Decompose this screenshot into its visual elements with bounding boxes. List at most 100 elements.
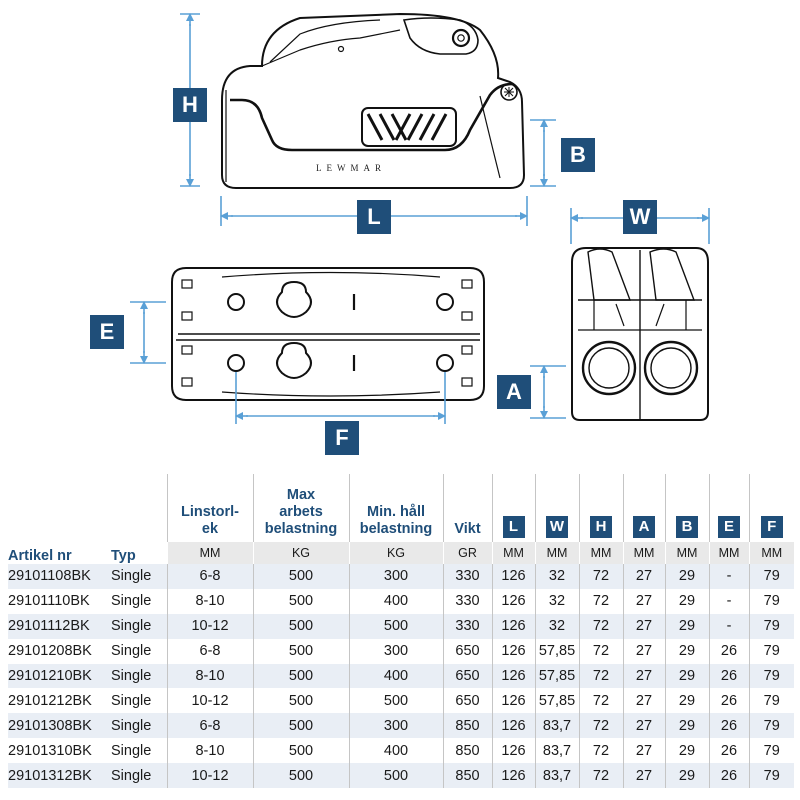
cell-typ: Single [111, 613, 167, 639]
cell-artikel-nr: 29101112BK [8, 613, 111, 639]
cell-w: 57,85 [534, 663, 579, 689]
cell-linstorlek: 8-10 [166, 738, 253, 764]
unit-min: KG [348, 542, 443, 564]
cell-e: 26 [708, 763, 749, 789]
cell-b: 29 [664, 588, 709, 614]
header-min-line2: belastning [359, 521, 433, 537]
cell-w: 83,7 [534, 713, 579, 739]
cell-linstorlek: 10-12 [166, 613, 253, 639]
cell-a: 27 [622, 638, 665, 664]
letter-badge-f: F [760, 516, 783, 538]
cell-typ: Single [111, 763, 167, 789]
cell-vikt: 650 [442, 688, 492, 714]
cell-vikt: 650 [442, 663, 492, 689]
letter-badge-e: E [718, 516, 740, 538]
badge-f: F [325, 421, 359, 455]
header-max-line2: arbets [279, 504, 323, 520]
unit-a: MM [622, 542, 665, 564]
cell-w: 83,7 [534, 763, 579, 789]
header-min-line1: Min. håll [367, 504, 425, 520]
cell-e: 26 [708, 738, 749, 764]
cell-max-arbets: 500 [252, 713, 349, 739]
badge-a: A [497, 375, 531, 409]
cell-typ: Single [111, 742, 152, 759]
unit-e: MM [708, 542, 749, 564]
header-typ: Typ [111, 542, 167, 564]
unit-vikt: GR [442, 542, 492, 564]
cell-a: 27 [622, 688, 665, 714]
cell-vikt: 330 [442, 588, 492, 614]
cell-typ: Single [111, 564, 167, 589]
cell-linstorlek: 8-10 [166, 588, 253, 614]
badge-e: E [90, 315, 124, 349]
letter-badge-h: H [590, 516, 612, 538]
side-view-clutch [221, 12, 526, 189]
unit-f: MM [748, 542, 794, 564]
header-linstorlek: Linstorl- ek [166, 474, 253, 542]
cell-b: 29 [664, 613, 709, 639]
cell-artikel-nr: 29101212BK [8, 692, 92, 709]
unit-max: KG [252, 542, 349, 564]
header-typ-spacer [111, 474, 167, 542]
cell-min-hall: 400 [348, 588, 443, 614]
cell-f: 79 [748, 588, 794, 614]
cell-vikt: 330 [442, 564, 492, 589]
cell-h: 72 [578, 663, 623, 689]
cell-e: 26 [708, 638, 749, 664]
cell-a: 27 [622, 763, 665, 789]
cell-b: 29 [664, 713, 709, 739]
cell-f: 79 [748, 663, 794, 689]
cell-typ: Single [111, 713, 167, 739]
cell-a: 27 [622, 738, 665, 764]
cell-linstorlek: 10-12 [166, 688, 253, 714]
cell-artikel-nr: 29101308BK [8, 713, 111, 739]
cell-typ: Single [111, 643, 152, 660]
letter-badge-w: W [546, 516, 568, 538]
cell-max-arbets: 500 [252, 763, 349, 789]
cell-b: 29 [664, 688, 709, 714]
cell-w: 32 [534, 613, 579, 639]
header-max-arbets: Max arbets belastning [252, 474, 349, 542]
cell-artikel-nr: 29101110BK [8, 593, 90, 610]
cell-typ: Single [111, 593, 152, 610]
cell-a: 27 [622, 588, 665, 614]
cell-max-arbets: 500 [252, 688, 349, 714]
cell-f: 79 [748, 763, 794, 789]
cell-l: 126 [491, 688, 535, 714]
cell-l: 126 [491, 588, 535, 614]
dimension-f-line [235, 372, 446, 424]
cell-f: 79 [748, 613, 794, 639]
header-a: A [622, 474, 665, 542]
dimension-a-line [530, 365, 566, 419]
header-linstorlek-line2: ek [201, 521, 219, 537]
cell-h: 72 [578, 613, 623, 639]
cell-linstorlek: 10-12 [166, 763, 253, 789]
cell-l: 126 [491, 638, 535, 664]
cell-min-hall: 400 [348, 663, 443, 689]
badge-h: H [173, 88, 207, 122]
cell-f: 79 [748, 564, 794, 589]
dimension-e-line [130, 301, 166, 364]
cell-h: 72 [578, 738, 623, 764]
cell-a: 27 [622, 564, 665, 589]
unit-row: Artikel nr Typ MM KG KG GR MM MM MM MM M… [8, 542, 794, 564]
cell-w: 32 [534, 588, 579, 614]
cell-min-hall: 500 [348, 763, 443, 789]
cell-l: 126 [491, 738, 535, 764]
dimension-b-line [530, 119, 556, 187]
cell-max-arbets: 500 [252, 588, 349, 614]
header-min-hall: Min. håll belastning [348, 474, 443, 542]
cell-artikel-nr: 29101208BK [8, 643, 92, 660]
cell-w: 57,85 [534, 688, 579, 714]
letter-badge-l: L [502, 516, 525, 538]
header-e: E [708, 474, 749, 542]
cell-h: 72 [578, 588, 623, 614]
cell-linstorlek: 6-8 [166, 713, 253, 739]
cell-max-arbets: 500 [252, 564, 349, 589]
